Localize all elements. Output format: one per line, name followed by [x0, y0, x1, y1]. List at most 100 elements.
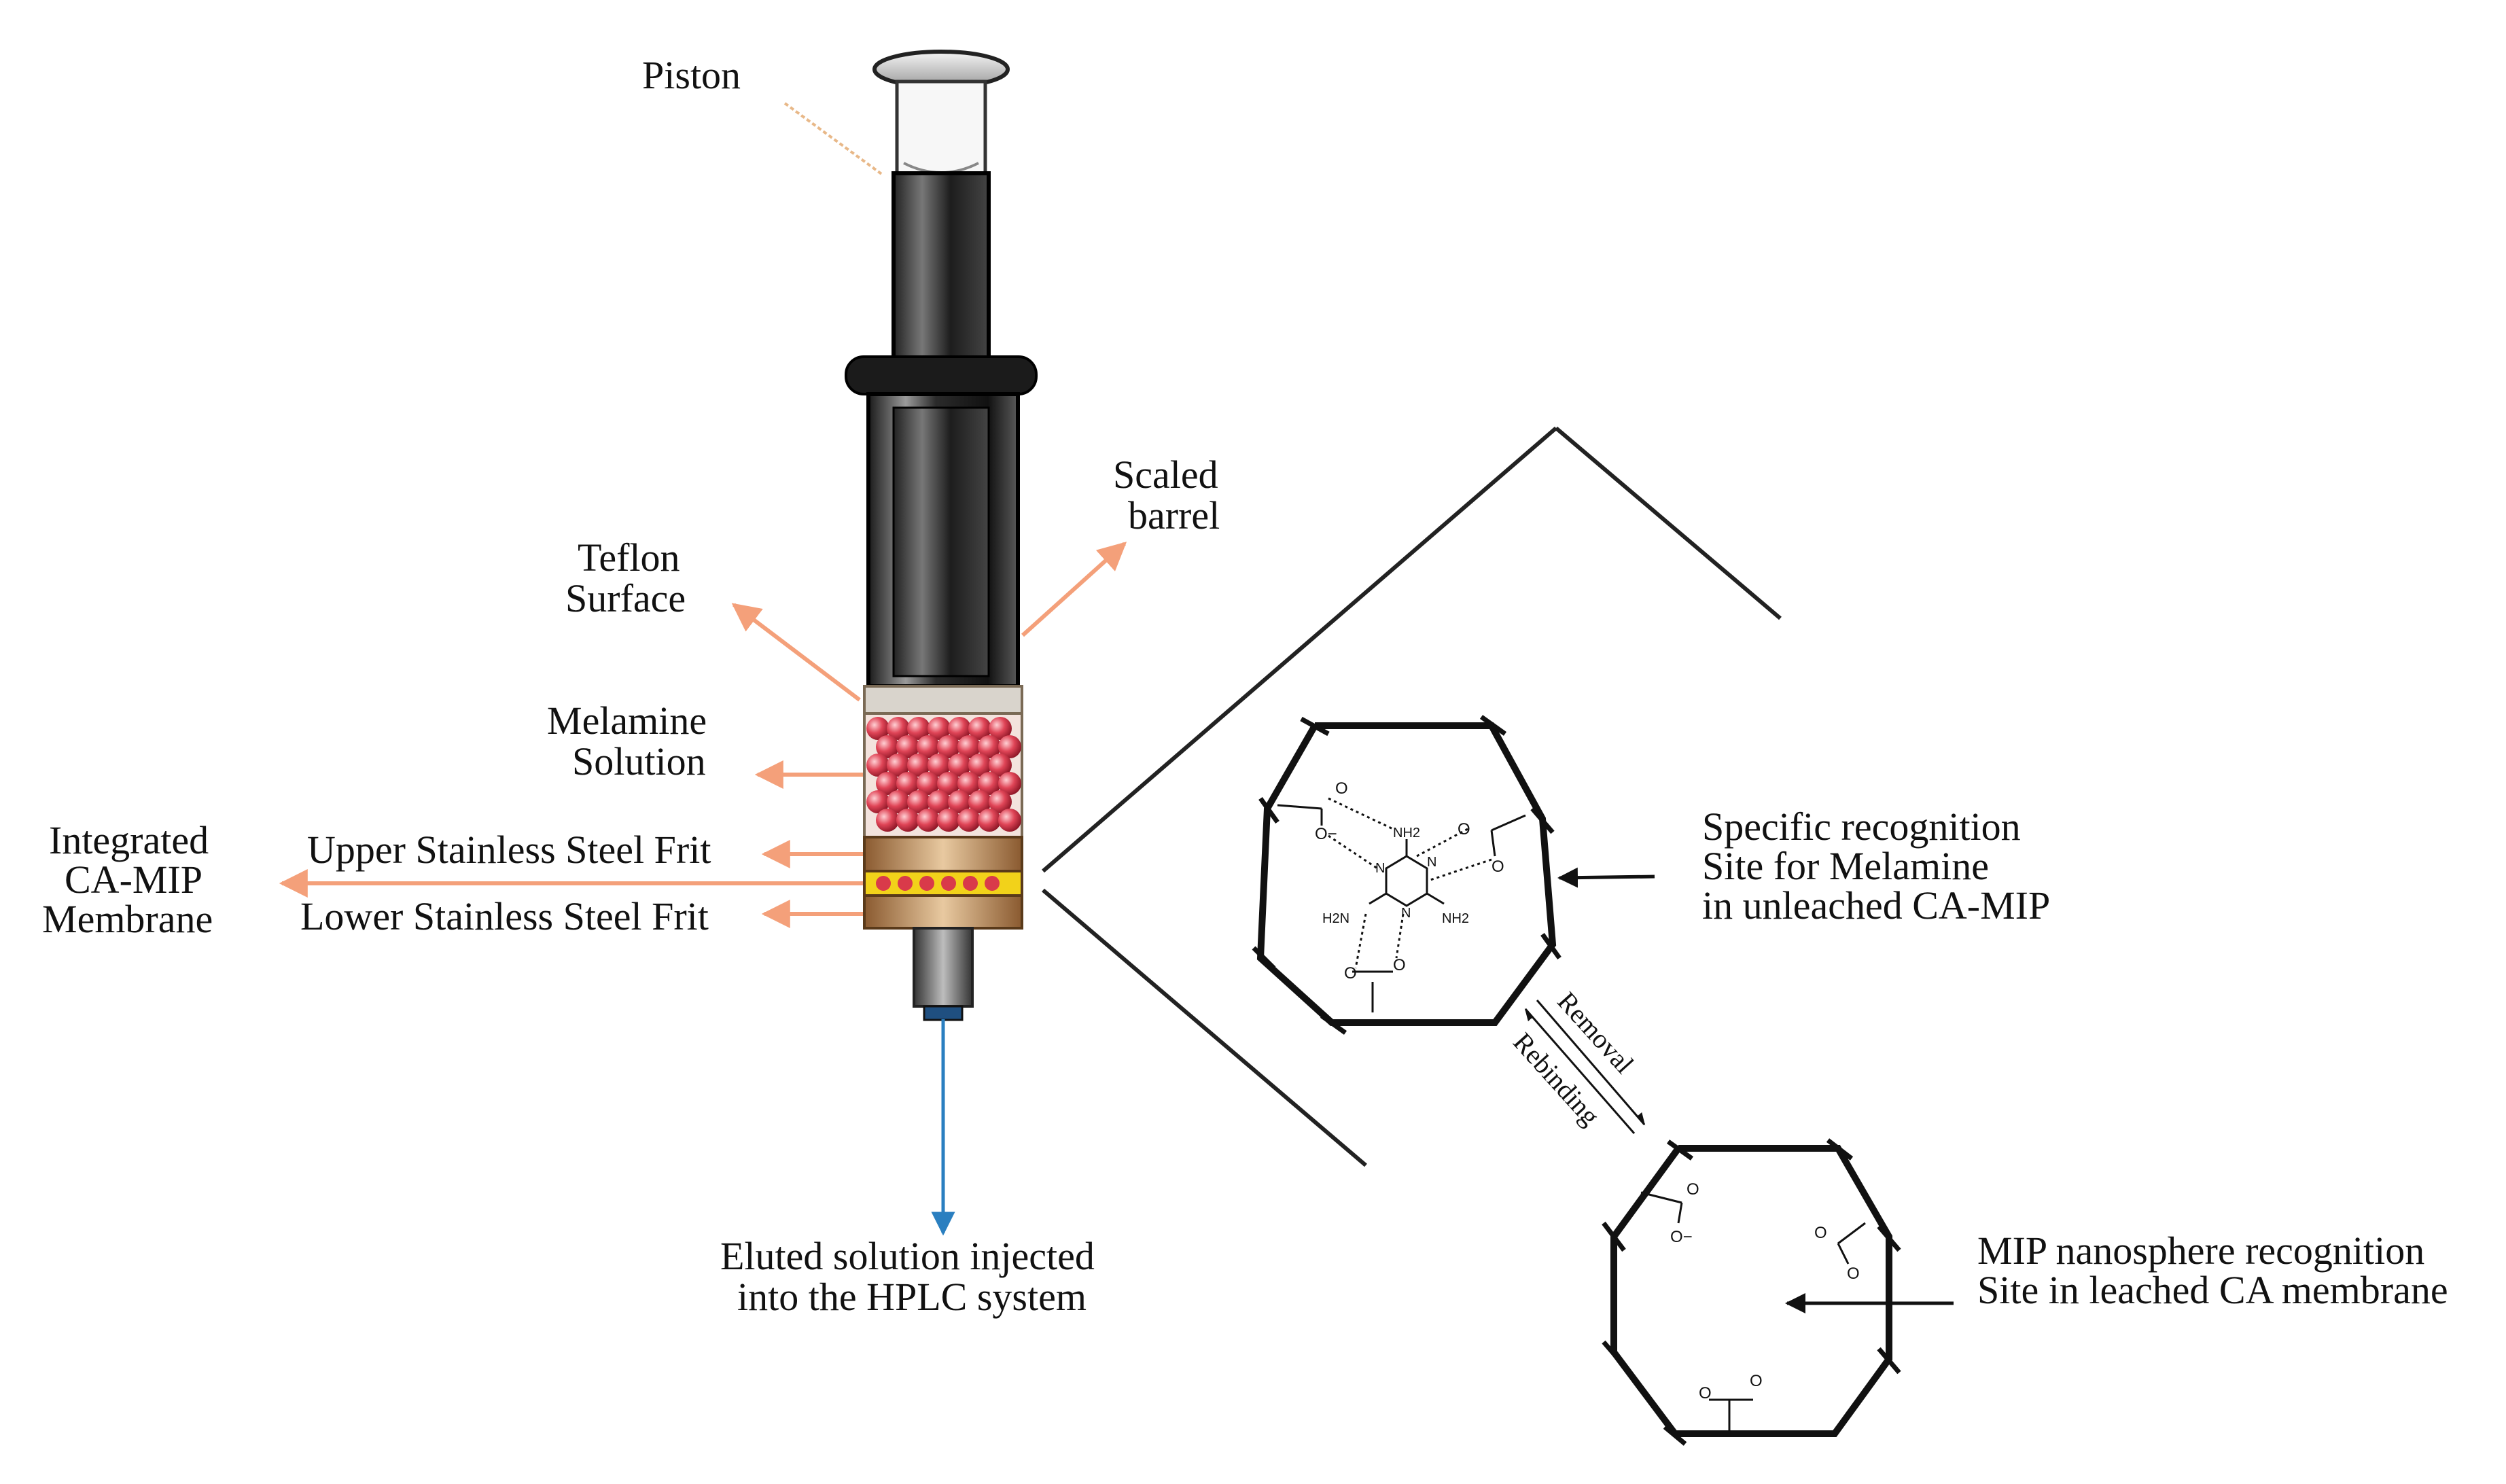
membrane-bead	[985, 876, 1000, 891]
chem-leached-o-1: O	[1687, 1180, 1699, 1199]
melamine-bead	[917, 735, 940, 758]
carboxylate-groups-leached	[1640, 1191, 1866, 1430]
melamine-bead	[968, 717, 991, 740]
melamine-bead	[866, 754, 889, 777]
specific-site-label-2: Site for Melamine	[1702, 844, 1989, 888]
melamine-bead	[978, 809, 1001, 832]
membrane-label-3: Membrane	[42, 897, 213, 941]
melamine-bead	[989, 717, 1012, 740]
eluted-label-1: Eluted solution injected	[720, 1234, 1095, 1278]
teflon-label-2: Surface	[565, 576, 686, 620]
membrane-bead	[898, 876, 913, 891]
melamine-bead	[989, 754, 1012, 777]
piston-label: Piston	[642, 53, 741, 97]
melamine-bead	[948, 717, 971, 740]
teflon-arrow	[731, 603, 861, 702]
membrane-label-2: CA-MIP	[65, 858, 202, 902]
chem-h2n-left: H2N	[1322, 911, 1349, 926]
melamine-bead	[957, 735, 981, 758]
chem-n-3: N	[1401, 906, 1411, 921]
melamine-bead	[907, 717, 930, 740]
carboxylate-groups-unleached	[1277, 797, 1526, 1012]
mip-site-label-1: MIP nanosphere recognition	[1977, 1229, 2424, 1273]
piston-leader	[783, 102, 885, 177]
chem-n-1: N	[1427, 855, 1436, 870]
melamine-bead	[937, 735, 960, 758]
membrane-label-1: Integrated	[49, 818, 209, 862]
melamine-bead	[866, 717, 889, 740]
melamine-bead	[998, 735, 1021, 758]
membrane-bead	[876, 876, 891, 891]
chem-nh2-top: NH2	[1393, 826, 1420, 841]
chem-leached-o-3: O	[1847, 1265, 1860, 1283]
scaled-barrel-label-1: Scaled	[1113, 453, 1218, 497]
melamine-bead	[907, 754, 930, 777]
chem-o-1: O	[1335, 779, 1348, 798]
chem-o-2: O	[1458, 820, 1470, 838]
melamine-bead	[887, 754, 910, 777]
upper-frit	[863, 836, 1023, 872]
melamine-bead	[957, 772, 981, 795]
scaled-barrel-arrow	[1021, 542, 1127, 637]
melamine-bead	[968, 754, 991, 777]
melamine-bead	[957, 809, 981, 832]
melamine-bead	[876, 735, 899, 758]
teflon-label-1: Teflon	[578, 535, 680, 580]
syringe-tip	[913, 927, 974, 1008]
chem-ominus-1: O−	[1315, 825, 1337, 843]
melamine-bead	[937, 772, 960, 795]
removal-arrow	[1536, 1000, 1646, 1126]
teflon-surface	[863, 685, 1023, 715]
specific-site-label-3: in unleached CA-MIP	[1702, 883, 2050, 928]
rebinding-arrow	[1524, 1008, 1636, 1134]
chem-leached-ominus-1: O−	[1670, 1228, 1693, 1246]
melamine-bead	[998, 772, 1021, 795]
zoom-lines	[1042, 426, 1782, 1167]
melamine-bead	[989, 790, 1012, 813]
melamine-bead	[978, 735, 1001, 758]
melamine-bead	[998, 809, 1021, 832]
specific-site-label-1: Specific recognition	[1702, 805, 2021, 849]
membrane-bead	[919, 876, 934, 891]
melamine-beads	[866, 717, 1021, 832]
melamine-bead	[887, 717, 910, 740]
melamine-bead	[928, 754, 951, 777]
melamine-molecule	[1369, 839, 1445, 907]
lower-frit	[863, 894, 1023, 930]
melamine-bead	[948, 754, 971, 777]
lower-frit-label: Lower Stainless Steel Frit	[300, 894, 709, 938]
plunger-rod	[892, 171, 991, 372]
melamine-bead	[876, 809, 899, 832]
melamine-bead	[887, 790, 910, 813]
membrane-beads	[876, 876, 1000, 891]
chem-leached-o-5: O	[1750, 1372, 1763, 1390]
membrane-bead	[941, 876, 956, 891]
melamine-bead	[896, 735, 919, 758]
melamine-bead	[928, 717, 951, 740]
melamine-bead	[937, 809, 960, 832]
melamine-bead	[896, 772, 919, 795]
melamine-bead	[948, 790, 971, 813]
melamine-bead	[978, 772, 1001, 795]
chem-leached-o-2: O	[1814, 1224, 1827, 1242]
removal-rebinding-arrows	[1524, 1000, 1646, 1134]
unleached-site-octagon	[1252, 715, 1561, 1035]
syringe	[845, 50, 1038, 1021]
leached-site-octagon	[1602, 1138, 1901, 1446]
chem-o-4: O	[1344, 964, 1357, 983]
melamine-bead	[907, 790, 930, 813]
eluted-label-2: into the HPLC system	[737, 1275, 1087, 1319]
upper-frit-label: Upper Stainless Steel Frit	[307, 828, 711, 872]
chem-n-2: N	[1375, 861, 1385, 876]
melamine-bead	[876, 772, 899, 795]
melamine-label-1: Melamine	[547, 699, 707, 743]
specific-site-pointer	[1557, 867, 1655, 888]
melamine-bead	[896, 809, 919, 832]
chem-o-5: O	[1393, 956, 1406, 974]
label-arrows	[279, 102, 1127, 1236]
melamine-bead	[917, 772, 940, 795]
mip-site-label-2: Site in leached CA membrane	[1977, 1268, 2448, 1312]
melamine-bead	[917, 809, 940, 832]
scaled-barrel-label-2: barrel	[1128, 493, 1220, 537]
